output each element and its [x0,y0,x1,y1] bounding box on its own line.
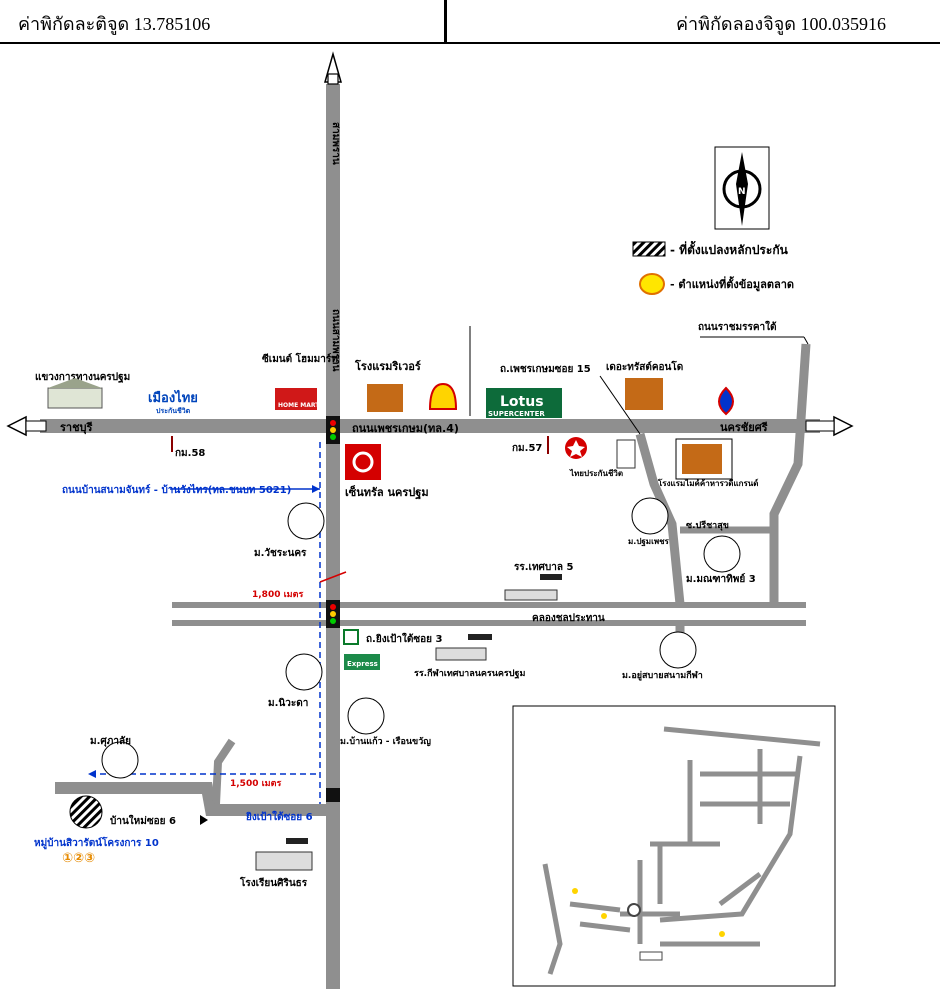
market-point-manathip [703,535,741,573]
soi6-road [55,782,326,816]
ban-sanamchan-label: ถนนบ้านสนามจันทร์ - บ้านวังไทร(ทล.ชนบท 5… [62,483,291,496]
market-point-watchara [287,502,325,540]
lotus-sub: SUPERCENTER [488,410,545,418]
market-point-pathum [631,497,669,535]
nakhon-hotel-label: โรงแรมไมค์ค้าหารวดีแกรนด์ [657,478,758,488]
distance-1800: 1,800 เมตร [252,590,303,600]
school-5-label: รร.เทศบาล 5 [514,562,573,573]
location-map: สามพราน ถนนสามพราน ราชบุรี ถนนเพชรเกษม(ท… [6,51,854,989]
latitude-text: ค่าพิกัดละติจูด 13.785106 [18,14,211,34]
highway-office-icon [47,387,103,409]
market-point-banhaeo [347,697,385,735]
canal-label: คลองชลประทาน [532,612,605,624]
express-logo [344,654,380,670]
vertical-road [326,84,340,989]
inset-roundabout [627,903,641,917]
m-watchara-label: ม.วัชระนคร [254,547,307,559]
central-logo [345,444,381,480]
legend-market: - ตำแหน่งที่ตั้งข้อมูลตลาด [670,276,794,292]
road-label-vertical-mid: ถนนสามพราน [330,309,341,372]
central-label: เซ็นทรัล นครปฐม [345,485,429,500]
distance-1500: 1,500 เมตร [230,779,281,789]
market-point-ayu [659,631,697,669]
m-pathum-label: ม.ปฐมเพชร [628,537,670,547]
thai-life-building [616,439,636,469]
school-sport-label: รร.กีฬาเทศบาลนครนครปฐม [414,668,525,679]
trust-condo-label: เดอะทรัสต์คอนโด [606,360,683,373]
homemart-logo: HOME MART [278,402,320,409]
phetkasem-label: ถนนเพชรเกษม(ทล.4) [352,422,459,435]
school-5-icon [504,589,558,601]
canal-road-top [172,602,806,608]
village-nums: ①②③ [62,851,95,866]
inset-roads [542,726,821,975]
soi15-label: ถ.เพชรเกษมซอย 15 [500,364,591,375]
km58-label: กม.58 [175,448,205,459]
phetkasem-road [40,419,820,433]
nakhon-hotel-icon [682,444,722,474]
lotus-logo-box [486,388,562,418]
lotus-logo: Lotus [500,394,544,410]
trust-condo-icon [625,378,663,410]
east-direction-label: นครชัยศรี [720,421,768,434]
m-manathip-label: ม.มณฑาทิพย์ 3 [686,573,756,585]
m-banhaeo-label: ม.บ้านแก้ว - เรือนขวัญ [340,735,431,747]
school-sirin-label: โรงเรียนศิรินธร [239,876,308,889]
pritsa-label: ซ.ปรีชาสุข [686,520,729,531]
market-point-niwada [285,653,323,691]
m-suphalai-label: ม.ศุภาลัย [90,735,131,747]
legend-collateral: - ที่ตั้งแปลงหลักประกัน [670,240,789,257]
school-sirin-icon [255,851,313,871]
collateral-point [69,795,103,829]
market-legend-icon [639,273,665,295]
km57-label: กม.57 [512,443,542,454]
ban-mai-soi6-label: บ้านใหม่ซอย 6 [110,814,176,827]
ptt-icon [718,386,734,416]
road-label-north: สามพราน [330,122,341,165]
west-arrow [6,415,27,437]
seven-eleven-icon [343,629,359,645]
east-arrow [833,415,854,437]
village-label: หมู่บ้านสิวารัตน์โครงการ 10 [34,836,159,850]
ying-pao-soi3-label: ถ.ยิงเป้าใต้ซอย 3 [366,632,442,645]
ying-pao-soi6-label: ยิงเป้าใต้ซอย 6 [246,810,313,823]
hotel-river-label: โรงแรมริเวอร์ [354,359,421,373]
muang-thai-logo: เมืองไทย [148,389,198,406]
homemart-logo-box [275,388,317,410]
rajmarga-road [769,343,811,604]
compass-north-label: N [738,187,746,197]
canal-road-bottom [172,620,806,626]
longitude-text: ค่าพิกัดลองจิจูด 100.035916 [675,14,886,34]
hotel-river-icon [367,384,403,412]
homemart-label: ซีเมนต์ โฮมมาร์ท [262,352,338,365]
shell-icon [428,382,458,410]
collateral-legend-icon [632,241,666,257]
highway-office-label: แขวงการทางนครปฐม [35,371,130,383]
thai-life-label: ไทยประกันชีวิต [569,468,623,478]
west-direction-label: ราชบุรี [60,421,93,435]
express-label: Express [347,660,378,668]
muang-thai-sub: ประกันชีวิต [156,407,191,415]
rajmarga-label: ถนนราชมรรคาใต้ [698,320,777,333]
market-point-suphalai [101,741,139,779]
coordinate-header: ค่าพิกัดละติจูด 13.785106 ค่าพิกัดลองจิจ… [0,0,940,44]
m-ayu-label: ม.อยู่สบายสนามกีฬา [622,670,703,681]
m-niwada-label: ม.นิวะดา [268,697,308,709]
header-divider [444,0,447,42]
school-sport-icon [435,647,487,661]
